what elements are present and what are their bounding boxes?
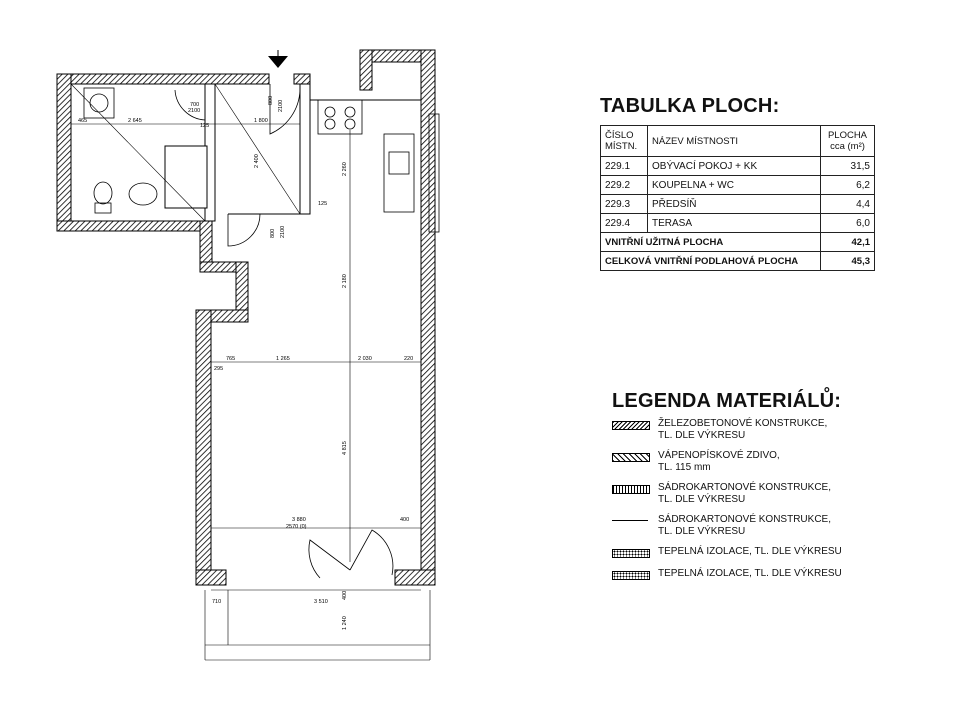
row-name: TERASA [647, 213, 821, 233]
dim-800a: 800 [268, 96, 274, 105]
entrance-marker [268, 56, 288, 68]
areas-table: ČÍSLO MÍSTN. NÁZEV MÍSTNOSTI PLOCHA cca … [600, 125, 875, 271]
doors [174, 84, 394, 579]
dim-400a: 400 [400, 517, 409, 523]
dim-710: 710 [212, 599, 221, 605]
row-area: 4,4 [820, 194, 875, 214]
row-num: 229.1 [600, 156, 648, 176]
dim-1240: 1 240 [342, 616, 348, 630]
row-area: 31,5 [820, 156, 875, 176]
dim-2260: 2 260 [342, 162, 348, 176]
dim-400b: 400 [342, 591, 348, 600]
legend-item: VÁPENOPÍSKOVÉ ZDIVO,TL. 115 mm [612, 450, 892, 482]
header-num: ČÍSLO MÍSTN. [600, 125, 648, 157]
legend-item: SÁDROKARTONOVÉ KONSTRUKCE,TL. DLE VÝKRES… [612, 514, 892, 546]
areas-table-title: TABULKA PLOCH: [600, 95, 780, 117]
header-area: PLOCHA cca (m²) [820, 125, 875, 157]
legend-label: SÁDROKARTONOVÉ KONSTRUKCE, [658, 482, 831, 493]
legend-item: ŽELEZOBETONOVÉ KONSTRUKCE,TL. DLE VÝKRES… [612, 418, 892, 450]
dim-1800: 1 800 [254, 118, 268, 124]
legend-item: TEPELNÁ IZOLACE, TL. DLE VÝKRESU [612, 546, 892, 568]
dim-465: 465 [78, 118, 87, 124]
dim-765: 765 [226, 356, 235, 362]
dim-125b: 125 [318, 201, 327, 207]
legend-title: LEGENDA MATERIÁLŮ: [612, 390, 842, 412]
walls [56, 49, 436, 586]
total-row: VNITŘNÍ UŽITNÁ PLOCHA 42,1 [600, 232, 875, 252]
insulation-dots-icon [612, 549, 650, 558]
total-area: 45,3 [820, 251, 875, 271]
drywall-line-icon [612, 520, 648, 521]
row-num: 229.3 [600, 194, 648, 214]
dim-2100a: 2100 [188, 108, 200, 114]
legend-label: TEPELNÁ IZOLACE, TL. DLE VÝKRESU [658, 568, 842, 579]
row-num: 229.4 [600, 213, 648, 233]
dim-700: 700 [190, 102, 199, 108]
dim-125: 125 [200, 123, 209, 129]
legend-label: ŽELEZOBETONOVÉ KONSTRUKCE, [658, 418, 828, 429]
total-area: 42,1 [820, 232, 875, 252]
legend-sublabel: TL. 115 mm [658, 462, 711, 473]
drywall-hatch-icon [612, 485, 650, 494]
legend-label: SÁDROKARTONOVÉ KONSTRUKCE, [658, 514, 831, 525]
row-name: KOUPELNA + WC [647, 175, 821, 195]
row-name: PŘEDSÍŇ [647, 194, 821, 214]
dim-2100b: 2100 [278, 100, 284, 112]
table-row: 229.1 OBÝVACÍ POKOJ + KK 31,5 [600, 156, 875, 176]
row-area: 6,2 [820, 175, 875, 195]
partitions [164, 83, 421, 222]
dim-2400: 2 400 [254, 154, 260, 168]
concrete-hatch-icon [612, 421, 650, 430]
dim-220: 220 [404, 356, 413, 362]
table-row: 229.4 TERASA 6,0 [600, 213, 875, 233]
dimension-lines [70, 83, 431, 661]
floor-plan: 465 2 645 1 800 700 2100 125 800 2100 2 … [56, 49, 440, 661]
legend-label: VÁPENOPÍSKOVÉ ZDIVO, [658, 450, 780, 461]
table-row: 229.2 KOUPELNA + WC 6,2 [600, 175, 875, 195]
areas-table-header: ČÍSLO MÍSTN. NÁZEV MÍSTNOSTI PLOCHA cca … [600, 125, 875, 157]
header-num-line1: ČÍSLO [605, 130, 634, 141]
dim-2100c: 2100 [280, 226, 286, 238]
row-name: OBÝVACÍ POKOJ + KK [647, 156, 821, 176]
header-area-line2: cca (m²) [830, 141, 865, 152]
dim-4815: 4 815 [342, 441, 348, 455]
legend-sublabel: TL. DLE VÝKRESU [658, 494, 746, 505]
legend-item: SÁDROKARTONOVÉ KONSTRUKCE,TL. DLE VÝKRES… [612, 482, 892, 514]
dim-2645: 2 645 [128, 118, 142, 124]
row-area: 6,0 [820, 213, 875, 233]
dim-3880: 3 880 [292, 517, 306, 523]
dim-1265: 1 265 [276, 356, 290, 362]
legend-label: TEPELNÁ IZOLACE, TL. DLE VÝKRESU [658, 546, 842, 557]
materials-legend: ŽELEZOBETONOVÉ KONSTRUKCE,TL. DLE VÝKRES… [612, 418, 892, 590]
legend-sublabel: TL. DLE VÝKRESU [658, 526, 746, 537]
header-num-line2: MÍSTN. [605, 141, 638, 152]
table-row: 229.3 PŘEDSÍŇ 4,4 [600, 194, 875, 214]
dim-2180: 2 180 [342, 274, 348, 288]
insulation-dots-icon [612, 571, 650, 580]
total-row: CELKOVÁ VNITŘNÍ PODLAHOVÁ PLOCHA 45,3 [600, 251, 875, 271]
dim-2570: 2570 (0) [286, 524, 307, 530]
header-area-line1: PLOCHA [827, 130, 868, 141]
row-num: 229.2 [600, 175, 648, 195]
legend-item: TEPELNÁ IZOLACE, TL. DLE VÝKRESU [612, 568, 892, 590]
dim-3510: 3 510 [314, 599, 328, 605]
total-label: VNITŘNÍ UŽITNÁ PLOCHA [600, 232, 821, 252]
header-name: NÁZEV MÍSTNOSTI [647, 125, 821, 157]
fixtures [83, 87, 440, 233]
sandlime-hatch-icon [612, 453, 650, 462]
dim-800b: 800 [270, 229, 276, 238]
dim-295: 295 [214, 366, 223, 372]
dim-2030: 2 030 [358, 356, 372, 362]
total-label: CELKOVÁ VNITŘNÍ PODLAHOVÁ PLOCHA [600, 251, 821, 271]
legend-sublabel: TL. DLE VÝKRESU [658, 430, 746, 441]
